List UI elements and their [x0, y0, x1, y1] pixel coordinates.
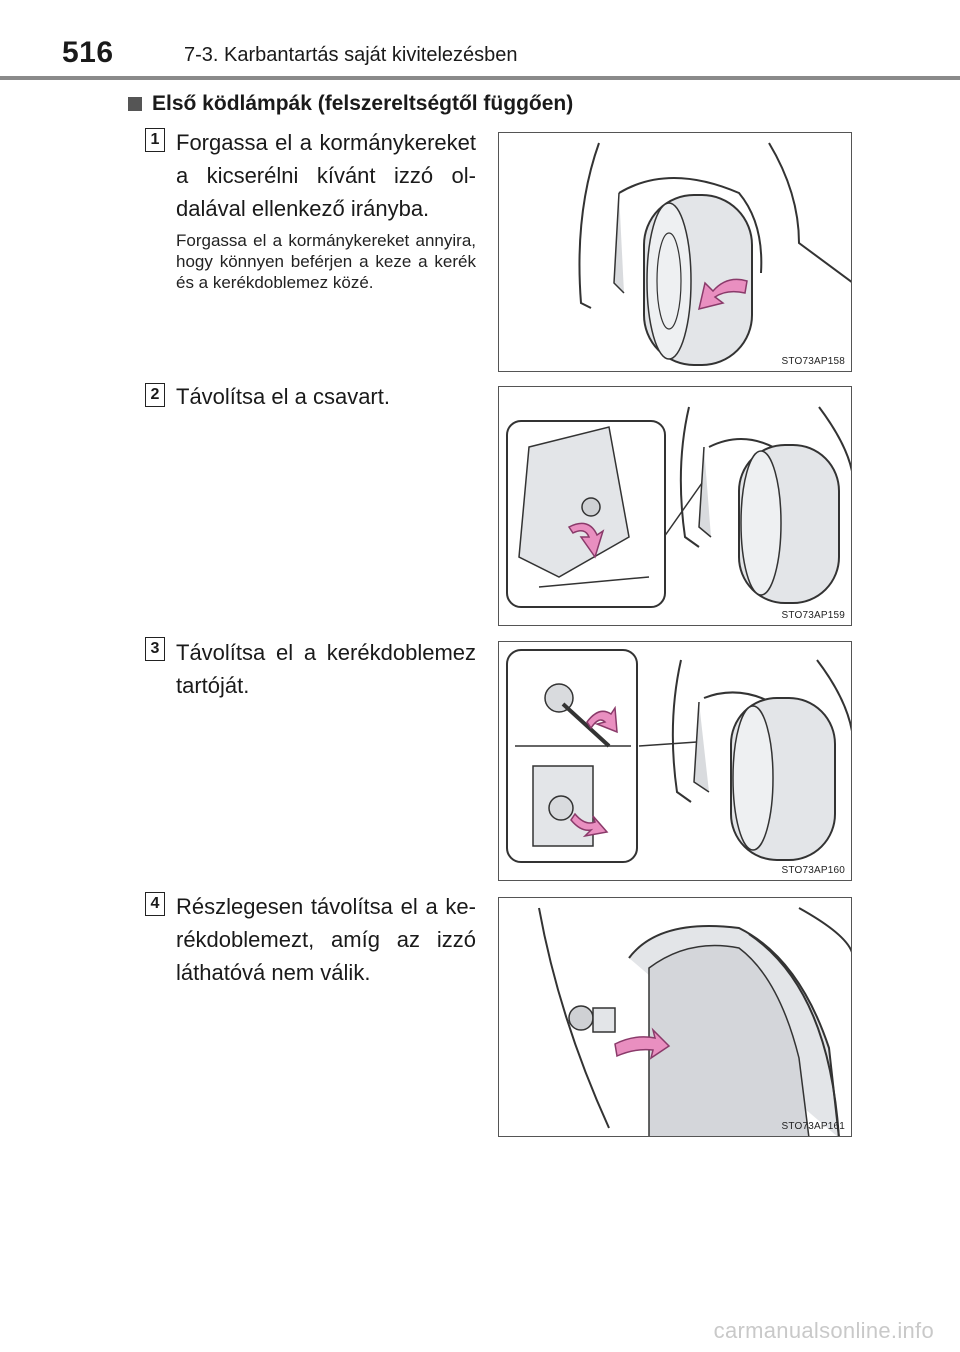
- fender-liner-illustration: [538, 907, 851, 1136]
- page-number: 516: [62, 36, 114, 69]
- step-note-1: Forgassa el a kormánykereket annyira, ho…: [176, 231, 476, 292]
- step-text-1: Forgassa el a kormánykere­ket a kicserél…: [176, 130, 476, 221]
- step-text-4: Részlegesen távolítsa el a ke­rékdobleme…: [176, 894, 476, 985]
- step-text-2: Távolítsa el a csavart.: [176, 384, 390, 409]
- wheel-turn-illustration: [578, 142, 851, 366]
- figure-code-2: STO73AP159: [781, 610, 845, 621]
- clip-removal-illustration: [506, 649, 851, 863]
- figure-2: STO73AP159: [498, 386, 852, 626]
- watermark: carmanualsonline.info: [713, 1318, 934, 1343]
- figure-code-4: STO73AP161: [781, 1121, 845, 1132]
- figure-4: STO73AP161: [498, 897, 852, 1137]
- square-bullet-icon: [128, 97, 142, 111]
- step-badge-2: 2: [145, 383, 165, 407]
- figure-code-1: STO73AP158: [781, 356, 845, 367]
- section-header: 7-3. Karbantartás saját kivitelezésben: [184, 44, 518, 66]
- figure-1: STO73AP158: [498, 132, 852, 372]
- step-badge-4: 4: [145, 892, 165, 916]
- figure-3: STO73AP160: [498, 641, 852, 881]
- subtitle-text: Első ködlámpák (felszereltségtől függően…: [152, 92, 574, 115]
- step-badge-1: 1: [145, 128, 165, 152]
- step-text-3: Távolítsa el a kerékdoblemez tartóját.: [176, 640, 476, 698]
- screw-removal-illustration: [506, 406, 851, 608]
- step-badge-3: 3: [145, 637, 165, 661]
- header-rule: [0, 76, 960, 80]
- figure-code-3: STO73AP160: [781, 865, 845, 876]
- subtitle: Első ködlámpák (felszereltségtől függően…: [128, 92, 573, 116]
